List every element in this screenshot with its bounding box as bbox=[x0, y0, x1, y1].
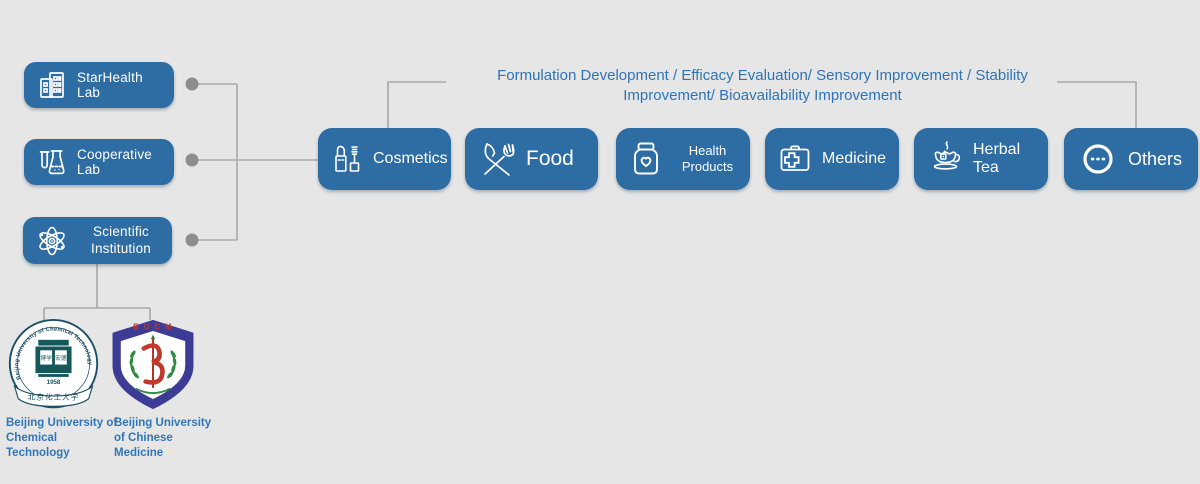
buct-motto-left: 博学 bbox=[40, 354, 52, 362]
buct-seal-logo: Beijing University of Chemical Technolog… bbox=[8, 318, 99, 409]
lab-label: Cooperative Lab bbox=[77, 147, 152, 177]
bucm-caption: Beijing University of Chinese Medicine bbox=[114, 417, 212, 459]
dot-cooperative bbox=[185, 153, 199, 167]
node-medicine: Medicine bbox=[765, 128, 899, 190]
food-icon bbox=[484, 143, 515, 176]
buct-motto-right: 宏德 bbox=[55, 354, 67, 362]
services-caption-line2: Improvement/ Bioavailability Improvement bbox=[623, 87, 902, 104]
bucm-acronym: B U C M bbox=[133, 323, 173, 332]
cosmetics-icon bbox=[335, 145, 360, 172]
product-label: Herbal Tea bbox=[973, 141, 1021, 176]
product-label: Cosmetics bbox=[373, 150, 448, 167]
node-scientific-institution: Scientific Institution bbox=[23, 217, 172, 264]
services-caption-line1: Formulation Development / Efficacy Evalu… bbox=[497, 67, 1028, 84]
flask-icon bbox=[39, 150, 65, 175]
herbal-tea-icon bbox=[933, 141, 961, 170]
product-label: Medicine bbox=[822, 150, 887, 167]
node-cosmetics: Cosmetics bbox=[318, 128, 451, 190]
buct-caption: Beijing University of Chemical Technolog… bbox=[6, 417, 118, 459]
bracket-right bbox=[1057, 81, 1137, 128]
others-icon bbox=[1083, 144, 1113, 174]
node-cooperative-lab: Cooperative Lab bbox=[24, 139, 174, 185]
node-food: Food bbox=[465, 128, 598, 190]
node-herbal-tea: Herbal Tea bbox=[914, 128, 1048, 190]
buct-banner-text: 北京化工大学 bbox=[28, 392, 79, 402]
product-label: Others bbox=[1128, 148, 1183, 169]
node-others: Others bbox=[1064, 128, 1198, 190]
buct-year: 1958 bbox=[47, 379, 61, 386]
node-starhealth-lab: StarHealth Lab bbox=[24, 62, 174, 108]
lab-label: StarHealth Lab bbox=[77, 70, 143, 100]
medicine-icon bbox=[780, 145, 810, 171]
dot-starhealth bbox=[185, 77, 199, 91]
atom-icon bbox=[39, 226, 65, 255]
health-products-icon bbox=[634, 142, 658, 175]
dot-scientific bbox=[185, 233, 199, 247]
services-caption: Formulation Development / Efficacy Evalu… bbox=[430, 66, 1095, 106]
product-label: Health Products bbox=[681, 143, 734, 174]
product-label: Food bbox=[526, 147, 574, 170]
node-health-products: Health Products bbox=[616, 128, 750, 190]
building-icon bbox=[40, 72, 64, 98]
lab-label: Scientific Institution bbox=[91, 224, 151, 256]
bucm-shield-logo: B U C M bbox=[112, 319, 194, 410]
bracket-left bbox=[387, 81, 446, 128]
